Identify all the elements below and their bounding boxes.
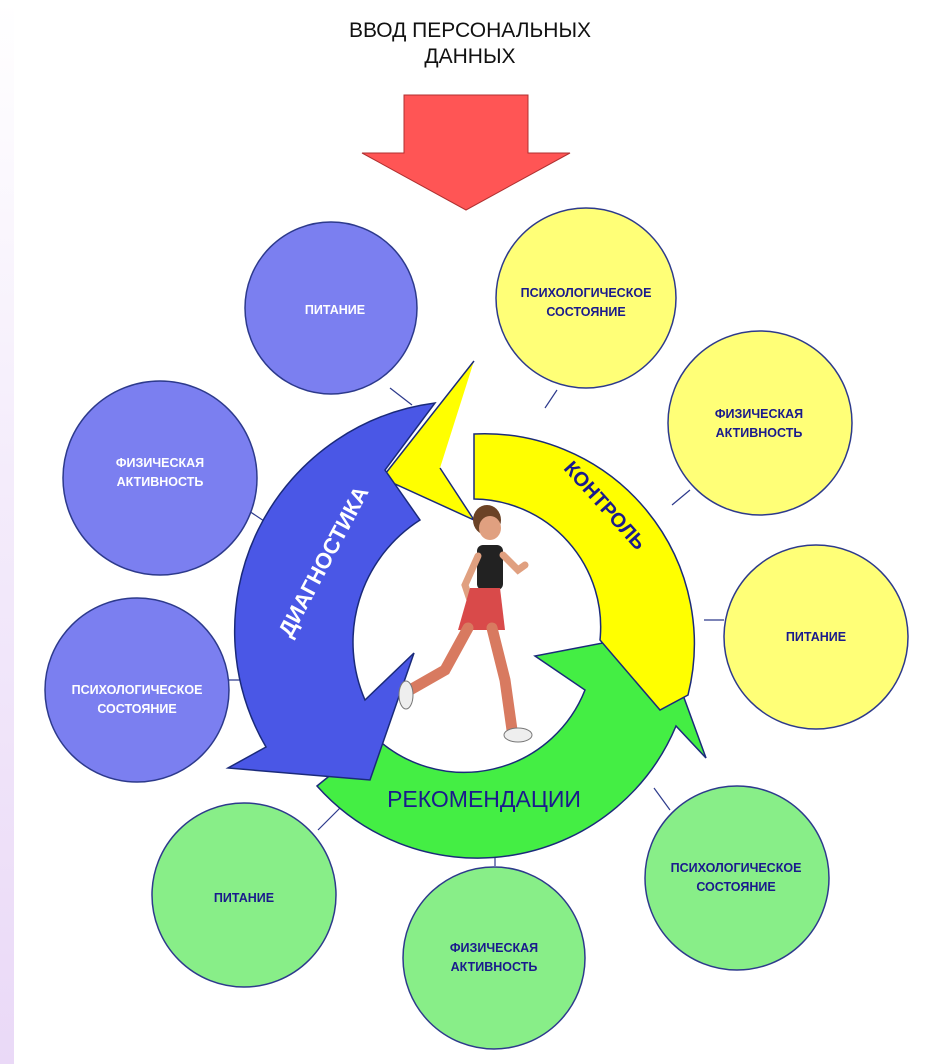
connector-line [389,387,413,406]
yellow-activity-label-1: ФИЗИЧЕСКАЯ [715,407,803,421]
green-psych-label-2: СОСТОЯНИЕ [696,880,775,894]
blue-nutrition-label: ПИТАНИЕ [305,303,365,317]
runner-figure [398,505,533,743]
green-psych-circle [644,785,830,971]
green-psych-label-1: ПСИХОЛОГИЧЕСКОЕ [671,861,802,875]
yellow-psych-label-2: СОСТОЯНИЕ [546,305,625,319]
input-arrow [361,94,571,211]
blue-psych-label-1: ПСИХОЛОГИЧЕСКОЕ [72,683,203,697]
yellow-psych-label-1: ПСИХОЛОГИЧЕСКОЕ [521,286,652,300]
yellow-psych-circle [495,207,677,389]
green-nutrition-circle [151,802,337,988]
green-activity-label-1: ФИЗИЧЕСКАЯ [450,941,538,955]
heading-line-2: ДАННЫХ [424,45,516,68]
blue-nutrition-circle [244,221,418,395]
control-arrow [380,360,696,711]
connector-line [317,807,341,831]
blue-activity-circle [62,380,258,576]
yellow-activity-circle [667,330,853,516]
green-activity-circle [402,866,586,1050]
left-gradient-strip [0,0,14,1064]
connector-line [653,787,671,811]
blue-activity-label-2: АКТИВНОСТЬ [117,475,204,489]
heading-line-1: ВВОД ПЕРСОНАЛЬНЫХ [348,19,592,42]
green-activity-label-2: АКТИВНОСТЬ [451,960,538,974]
connector-line [544,389,558,409]
diagnostics-arrow [225,402,437,781]
blue-psych-circle [44,597,230,783]
yellow-nutrition-label: ПИТАНИЕ [786,630,846,644]
input-data-heading: ВВОД ПЕРСОНАЛЬНЫХ ДАННЫХ [250,18,690,70]
blue-activity-label-1: ФИЗИЧЕСКАЯ [116,456,204,470]
yellow-activity-label-2: АКТИВНОСТЬ [716,426,803,440]
yellow-nutrition-circle [723,544,909,730]
green-nutrition-label: ПИТАНИЕ [214,891,274,905]
connector-line [671,489,691,506]
recommendations-arrow [315,631,707,859]
blue-psych-label-2: СОСТОЯНИЕ [97,702,176,716]
recommendations-label: РЕКОМЕНДАЦИИ [387,786,581,812]
